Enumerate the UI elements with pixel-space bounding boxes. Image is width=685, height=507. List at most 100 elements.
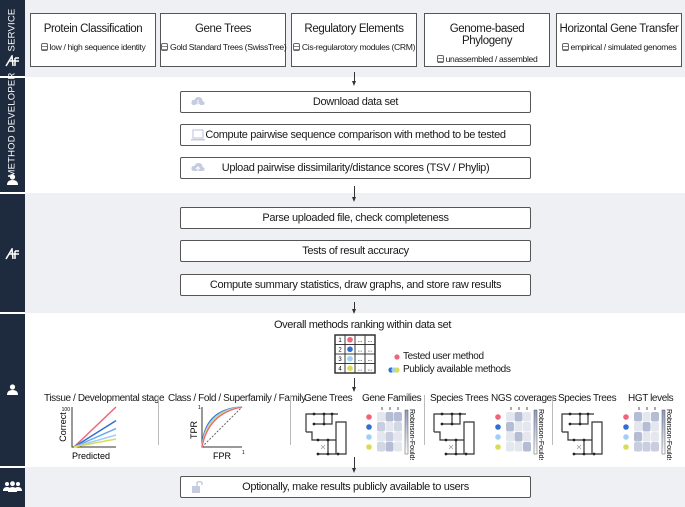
heat-cell [377,412,385,422]
divider [552,395,553,445]
section-label-method-developer: METHOD DEVELOPER [6,72,18,178]
method-dot [366,414,372,420]
tree-node [326,438,330,442]
tick-label: 1 [198,405,201,411]
heat-cell [385,442,394,452]
axes [71,407,116,448]
service-card[interactable]: Protein Classification low / high sequenc… [30,13,156,67]
server-step: Parse uploaded file, check completeness [180,207,531,229]
step-label: Compute summary statistics, draw graphs,… [209,279,502,291]
species-tree-diagram [561,412,603,456]
flow-arrow [352,457,356,473]
heat-cell [394,422,402,432]
method-dot [495,424,501,430]
rank-number: 3 [338,357,342,363]
rank-cell: ... [357,348,362,354]
database-icon [436,55,444,63]
tree-node [450,412,454,416]
series-line [73,438,117,448]
method-dot [366,444,372,450]
developer-step[interactable]: Compute pairwise sequence comparison wit… [180,124,531,146]
tree-node [572,438,576,442]
sidebar-user [0,314,25,466]
panel-title-species-trees: Species Trees [430,393,489,404]
gene-families-heatmap: Robinson-Foulds [366,407,415,460]
flow-arrow [352,186,356,202]
developer-step[interactable]: Download data set [180,91,531,113]
tree-node [458,412,462,416]
heat-cell [394,432,402,442]
legend-public-methods: Publicly available methods [403,364,511,375]
heat-cell [377,442,385,452]
tree-node [312,412,316,416]
species-tree-diagram [433,412,475,456]
rank-number: 2 [338,348,342,354]
series-line [73,406,117,448]
tree-node [322,412,326,416]
step-label: Tests of result accuracy [302,245,409,257]
divider [290,395,291,445]
divider [158,395,159,445]
flow-arrow [352,72,356,86]
af-logo-icon [5,248,19,260]
service-title: Gene Trees [194,23,252,35]
tree-node [316,452,320,456]
rank-cell: ... [367,357,372,363]
heat-cell [394,442,402,452]
tree-node [336,452,340,456]
sidebar-method-developer: METHOD DEVELOPER [0,72,25,192]
laptop-icon [191,129,205,141]
swap-mark [576,444,582,450]
tree-node [440,422,444,426]
sidebar-public [0,468,25,507]
heat-cell [523,412,531,422]
swap-mark [448,444,454,450]
method-dot [366,434,372,440]
heat-cell [506,432,514,442]
service-subtitle: low / high sequence identity [49,42,146,52]
tree-node [322,422,326,426]
heat-cell [523,432,531,442]
developer-step[interactable]: Upload pairwise dissimilarity/distance s… [180,157,531,179]
step-label: Download data set [312,96,399,108]
heat-cell [651,432,659,442]
user-method-dot [394,354,400,360]
roc-curve [201,406,243,448]
cloud-upload-icon [191,162,205,174]
tree-branches [305,413,347,455]
tree-node [330,412,334,416]
tree-node [592,452,596,456]
heat-cell [377,432,385,442]
tree-node [586,412,590,416]
publish-results-step[interactable]: Optionally, make results publicly availa… [180,476,531,498]
tree-node [572,452,576,456]
server-step: Compute summary statistics, draw graphs,… [180,274,531,296]
step-label: Upload pairwise dissimilarity/distance s… [221,162,490,174]
tree-node [578,422,582,426]
panel-title-gene-families: Gene Families [362,393,422,404]
panel-title-tissue: Tissue / Developmental stage [44,393,165,404]
method-dot [495,434,501,440]
service-title: Protein Classification [43,23,143,35]
tree-branches [433,413,475,455]
heat-cell [651,422,659,432]
diagonal [201,406,243,448]
heat-cell [385,422,394,432]
heat-cell [506,422,514,432]
panel-title-class: Class / Fold / Superfamily / Family [168,393,306,404]
heat-cell [514,442,523,452]
heat-cell [634,442,642,452]
tick-label: 100 [62,407,71,413]
database-icon [292,43,300,51]
tick-label: 1 [242,450,245,456]
tree-node [568,422,572,426]
af-logo-icon [5,55,19,67]
tree-node [312,422,316,426]
sidebar-service: SERVICE [0,0,25,76]
heat-cell [514,412,523,422]
section-label-service: SERVICE [6,8,18,52]
